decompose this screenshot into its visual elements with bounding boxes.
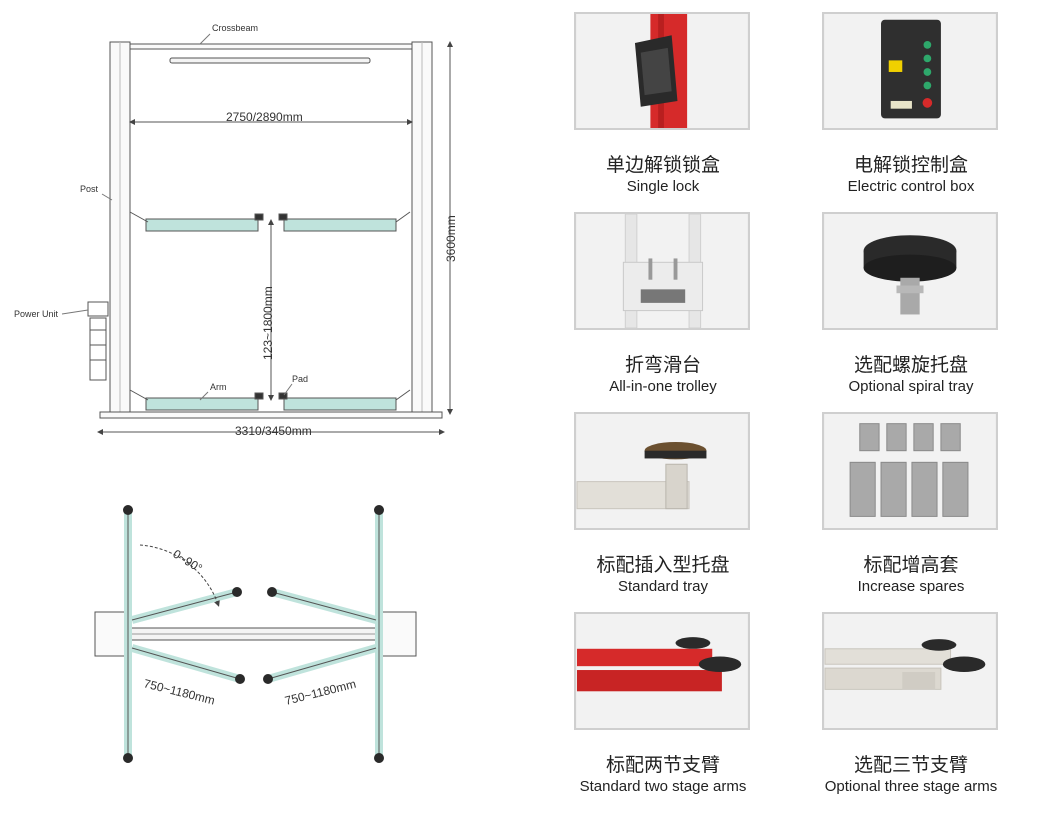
feature-title-cn: 标配增高套 xyxy=(863,554,959,576)
feature-card-spiral-tray: 选配螺旋托盘 Optional spiral tray xyxy=(818,210,1048,400)
feature-title-en: Optional three stage arms xyxy=(824,778,998,795)
feature-card-standard-tray: 标配插入型托盘 Standard tray xyxy=(570,410,800,600)
two-stage-arms-photo xyxy=(574,612,750,730)
post-label: Post xyxy=(80,184,99,194)
trolley-photo xyxy=(574,212,750,330)
lift-height-dimension: 123~1800mm xyxy=(261,286,275,360)
arm-length-left-label: 750~1180mm xyxy=(142,676,216,707)
feature-title-en: Standard tray xyxy=(617,578,709,595)
feature-card-trolley: 折弯滑台 All-in-one trolley xyxy=(570,210,800,400)
feature-card-three-stage-arms: 选配三节支臂 Optional three stage arms xyxy=(818,610,1048,810)
feature-title-en: Increase spares xyxy=(857,578,965,595)
power-unit xyxy=(87,301,109,317)
crossbeam-label: Crossbeam xyxy=(212,23,258,33)
arm-label: Arm xyxy=(210,382,227,392)
crossbeam xyxy=(127,43,415,50)
control-box-photo xyxy=(822,12,998,130)
feature-title-cn: 折弯滑台 xyxy=(624,354,701,376)
feature-title-cn: 单边解锁锁盒 xyxy=(605,154,720,176)
pad-label: Pad xyxy=(292,374,308,384)
upper-arms xyxy=(129,211,411,232)
lift-technical-diagram: Crossbeam Post Power Unit Arm Pad 2750/2… xyxy=(14,23,458,763)
feature-title-cn: 电解锁控制盒 xyxy=(853,154,968,176)
feature-title-cn: 标配两节支臂 xyxy=(605,754,720,776)
front-view xyxy=(61,33,453,435)
feature-title-en: Electric control box xyxy=(847,178,975,195)
feature-title-cn: 标配插入型托盘 xyxy=(596,554,730,576)
feature-card-single-lock: 单边解锁锁盒 Single lock xyxy=(570,10,800,200)
overall-height-dimension: 3600mm xyxy=(444,215,458,262)
single-lock-photo xyxy=(574,12,750,130)
three-stage-arms-photo xyxy=(822,612,998,730)
feature-title-cn: 选配三节支臂 xyxy=(853,754,968,776)
base-plate-left xyxy=(94,611,130,657)
spiral-tray-photo xyxy=(822,212,998,330)
pads xyxy=(123,505,384,763)
outer-width-dimension: 3310/3450mm xyxy=(235,424,312,438)
feature-grid: 单边解锁锁盒 Single lock 电解锁控制盒 Electric contr… xyxy=(570,10,1040,810)
feature-title-en: Optional spiral tray xyxy=(848,378,974,395)
lift-diagram-svg: Crossbeam Post Power Unit Arm Pad 2750/2… xyxy=(14,23,458,763)
feature-card-two-stage-arms: 标配两节支臂 Standard two stage arms xyxy=(570,610,800,810)
inner-width-dimension: 2750/2890mm xyxy=(226,110,303,124)
feature-title-en: Standard two stage arms xyxy=(579,778,747,795)
feature-title-en: All-in-one trolley xyxy=(609,378,717,395)
feature-card-control-box: 电解锁控制盒 Electric control box xyxy=(818,10,1048,200)
power-unit-label: Power Unit xyxy=(14,309,59,319)
increase-spares-photo xyxy=(822,412,998,530)
swing-angle-label: 0~90° xyxy=(170,547,205,576)
feature-card-increase-spares: 标配增高套 Increase spares xyxy=(818,410,1048,600)
arm-length-right-label: 750~1180mm xyxy=(283,677,357,708)
standard-tray-photo xyxy=(574,412,750,530)
top-view xyxy=(94,505,417,763)
base-plate-right xyxy=(381,611,417,657)
feature-title-en: Single lock xyxy=(626,178,700,195)
lower-arms xyxy=(129,389,411,411)
feature-title-cn: 选配螺旋托盘 xyxy=(853,354,968,376)
